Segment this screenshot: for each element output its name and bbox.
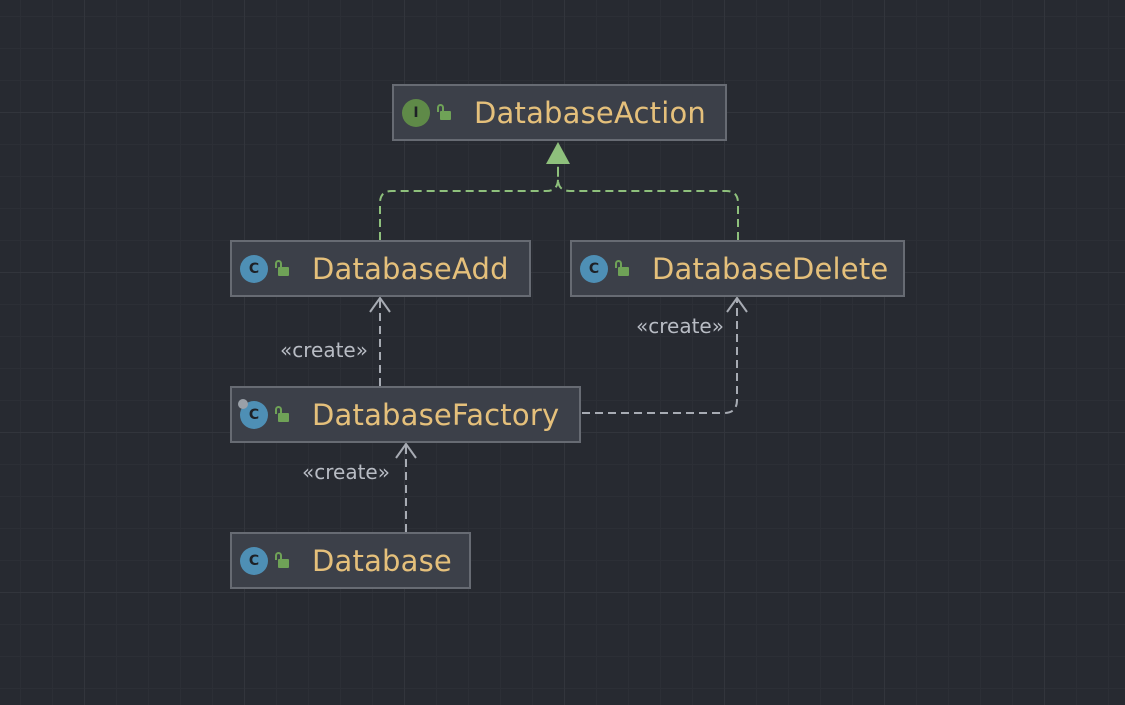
interface-icon: I [402, 98, 430, 127]
open-lock-icon [274, 405, 290, 424]
abstract-class-icon: C [238, 398, 268, 429]
class-badge-letter: C [248, 406, 260, 423]
dependency-arrowhead-factory [395, 442, 417, 459]
class-icon: C [580, 254, 608, 283]
node-database-add[interactable]: C DatabaseAdd [230, 240, 531, 297]
dependency-arrowhead-delete [726, 296, 748, 313]
open-lock-icon [436, 103, 452, 122]
class-badge-letter: C [588, 260, 600, 277]
edge-add-realizes-action[interactable] [379, 164, 559, 240]
edge-delete-realizes-action[interactable] [557, 164, 739, 240]
edge-factory-creates-delete[interactable] [582, 298, 738, 414]
node-database-factory[interactable]: C DatabaseFactory [230, 386, 581, 443]
class-badge-letter: C [248, 552, 260, 569]
node-label-database-add: DatabaseAdd [312, 251, 509, 286]
edge-label-factory-creates-add: «create» [280, 338, 368, 362]
node-label-database: Database [312, 543, 452, 578]
node-database-action[interactable]: I DatabaseAction [392, 84, 727, 141]
realization-arrowhead [546, 142, 570, 164]
node-label-database-action: DatabaseAction [474, 95, 706, 130]
node-label-database-delete: DatabaseDelete [652, 251, 889, 286]
open-lock-icon [614, 259, 630, 278]
edge-label-database-creates-factory: «create» [302, 460, 390, 484]
node-label-database-factory: DatabaseFactory [312, 397, 560, 432]
dependency-arrowhead-add [369, 296, 391, 313]
open-lock-icon [274, 259, 290, 278]
node-database[interactable]: C Database [230, 532, 471, 589]
class-icon: C [240, 254, 268, 283]
interface-badge-letter: I [413, 104, 419, 121]
class-icon: C [240, 546, 268, 575]
edge-label-factory-creates-delete: «create» [636, 314, 724, 338]
class-badge-letter: C [248, 260, 260, 277]
node-database-delete[interactable]: C DatabaseDelete [570, 240, 905, 297]
open-lock-icon [274, 551, 290, 570]
